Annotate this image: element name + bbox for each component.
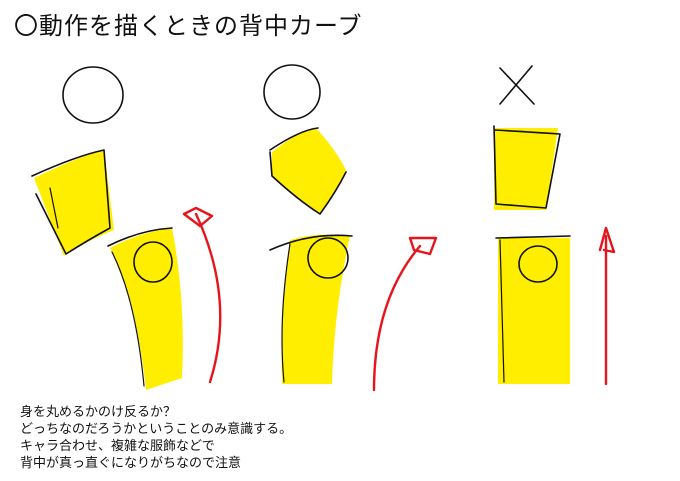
note-line: 背中が真っ直ぐになりがちなので注意 xyxy=(20,456,242,471)
note-line: どっちなのだろうかということのみ意識する。 xyxy=(20,422,293,437)
figure-3-lower-block xyxy=(498,238,570,384)
figure-1-lower-block xyxy=(110,228,183,390)
figure-1-good xyxy=(31,66,222,390)
figure-2-shoulder-circle xyxy=(307,237,349,279)
figure-2-lower-block xyxy=(281,234,350,384)
figure-2-upper-outline xyxy=(269,151,347,215)
figure-3-shoulder-circle xyxy=(518,245,558,283)
note-line: キャラ合わせ、複雑な服飾などで xyxy=(20,439,215,454)
bad-x-mark xyxy=(499,67,535,105)
figure-2-curve-arrow xyxy=(372,244,422,392)
figure-3-bad xyxy=(493,65,616,386)
figure-3-upper-outline xyxy=(493,125,561,209)
figure-1-curve-arrow xyxy=(194,212,222,384)
figure-3-upper-block xyxy=(494,128,558,210)
explanation-notes: 身を丸めるかのけ反るか？ どっちなのだろうかということのみ意識する。 キャラ合わ… xyxy=(20,404,292,472)
good-circle-mark xyxy=(263,64,321,120)
figure-2-upper-block xyxy=(272,128,346,214)
good-circle-mark xyxy=(62,66,124,124)
figure-1-upper-outline xyxy=(31,149,111,255)
page-title: 〇動作を描くときの背中カーブ xyxy=(14,12,363,40)
note-line: 身を丸めるかのけ反るか？ xyxy=(20,405,177,420)
figure-2-good xyxy=(263,64,438,392)
figure-1-shoulder-circle xyxy=(133,241,173,283)
figure-1-upper-block xyxy=(34,150,114,256)
